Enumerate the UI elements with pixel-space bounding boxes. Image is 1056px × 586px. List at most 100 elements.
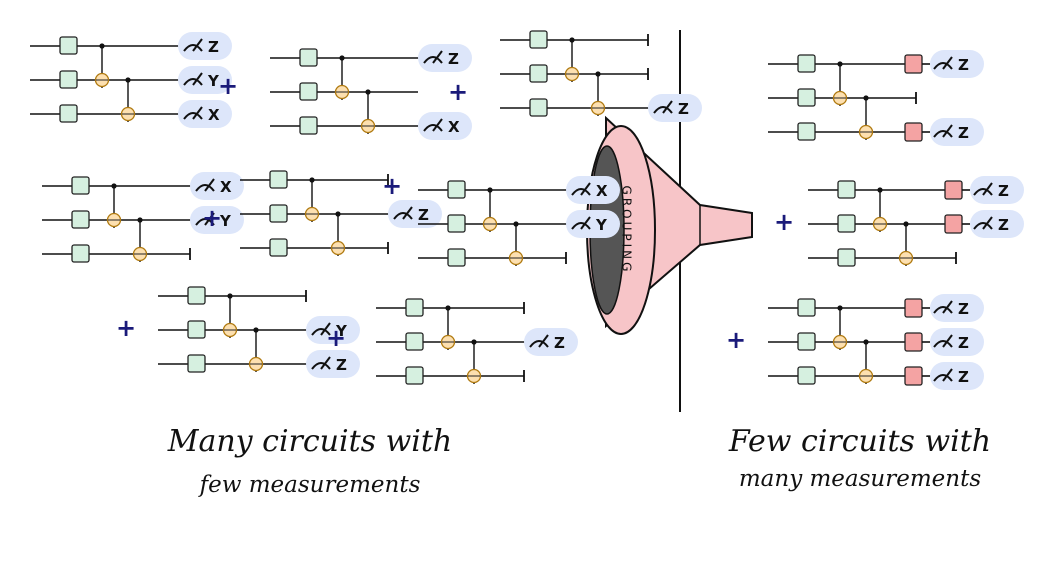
single-qubit-gate — [797, 332, 816, 351]
cnot-control — [125, 77, 131, 83]
meter-needle — [662, 100, 673, 114]
right-caption-line1: Few circuits with — [728, 424, 992, 459]
measurement-meter: X — [183, 106, 220, 124]
single-qubit-gate — [269, 238, 288, 257]
cnot-control — [471, 339, 477, 345]
cnot-control — [863, 339, 869, 345]
measurement-basis-label: Y — [207, 72, 220, 90]
measurement-box — [944, 214, 963, 234]
single-qubit-gate — [71, 176, 90, 195]
right-caption-line2: many measurements — [738, 466, 982, 492]
measurement-bubble — [930, 328, 984, 356]
meter-needle — [204, 178, 215, 192]
left-caption-line1: Many circuits with — [167, 424, 453, 459]
meter-needle — [320, 322, 331, 336]
meter-dial — [393, 212, 413, 220]
cnot-control — [837, 305, 843, 311]
meter-needle — [982, 216, 993, 230]
cnot-control — [595, 71, 601, 77]
cnot-control — [513, 221, 519, 227]
measurement-basis-label: X — [220, 178, 232, 196]
meter-dial — [933, 374, 953, 382]
left-circuit-6: XY — [418, 176, 620, 267]
measurement-bubble — [930, 118, 984, 146]
cnot-control — [445, 305, 451, 311]
measurement-box — [904, 298, 923, 318]
measurement-bubble — [524, 328, 578, 356]
cnot-control — [309, 177, 315, 183]
measurement-bubble — [930, 362, 984, 390]
single-qubit-gate — [269, 204, 288, 223]
measurement-basis-label: Z — [958, 334, 969, 352]
cnot-control — [339, 55, 345, 61]
meter-dial — [973, 188, 993, 196]
single-qubit-gate — [529, 64, 548, 83]
single-qubit-gate — [447, 214, 466, 233]
left-circuit-1: ZYX — [30, 32, 232, 128]
cnot-control — [137, 217, 143, 223]
meter-dial — [183, 78, 203, 86]
right-circuit-1: ZZ — [768, 50, 984, 146]
measurement-basis-label: Z — [998, 182, 1009, 200]
meter-dial — [311, 362, 331, 370]
measurement-box — [944, 180, 963, 200]
cnot-control — [903, 221, 909, 227]
left-circuit-2: ZX — [270, 44, 472, 140]
left-caption-line2: few measurements — [199, 472, 421, 498]
single-qubit-gate — [447, 248, 466, 267]
plus-sign: + — [116, 314, 136, 342]
single-qubit-gate — [59, 70, 78, 89]
measurement-bubble — [566, 176, 620, 204]
measurement-meter: Z — [933, 56, 969, 74]
cnot-control — [99, 43, 105, 49]
single-qubit-gate — [797, 298, 816, 317]
plus-sign: + — [202, 204, 222, 232]
measurement-meter: Z — [393, 206, 429, 224]
measurement-basis-label: Z — [958, 56, 969, 74]
measurement-bubble — [190, 172, 244, 200]
meter-dial — [973, 222, 993, 230]
cnot-control — [253, 327, 259, 333]
meter-dial — [423, 56, 443, 64]
measurement-basis-label: Y — [595, 216, 608, 234]
meter-dial — [653, 106, 673, 114]
measurement-bubble — [648, 94, 702, 122]
measurement-box — [904, 54, 923, 74]
meter-needle — [942, 334, 953, 348]
funnel-label: GROUPING — [620, 186, 634, 275]
measurement-basis-label: Z — [998, 216, 1009, 234]
meter-needle — [942, 56, 953, 70]
meter-dial — [529, 340, 549, 348]
left-circuit-4: XY — [42, 172, 244, 263]
measurement-box — [904, 332, 923, 352]
measurement-meter: Z — [933, 334, 969, 352]
meter-needle — [192, 106, 203, 120]
meter-needle — [538, 334, 549, 348]
single-qubit-gate — [405, 298, 424, 317]
single-qubit-gate — [837, 214, 856, 233]
single-qubit-gate — [299, 116, 318, 135]
single-qubit-gate — [797, 88, 816, 107]
meter-dial — [571, 222, 591, 230]
single-qubit-gate — [797, 122, 816, 141]
cnot-control — [877, 187, 883, 193]
measurement-meter: Z — [183, 38, 219, 56]
measurement-meter: Y — [311, 322, 348, 340]
measurement-basis-label: Z — [554, 334, 565, 352]
measurement-meter: Z — [423, 50, 459, 68]
measurement-bubble — [178, 100, 232, 128]
meter-dial — [423, 124, 443, 132]
cnot-control — [227, 293, 233, 299]
meter-needle — [432, 118, 443, 132]
single-qubit-gate — [187, 320, 206, 339]
left-circuit-5: Z — [240, 170, 442, 257]
meter-dial — [183, 44, 203, 52]
measurement-bubble — [178, 32, 232, 60]
meter-dial — [195, 218, 215, 226]
single-qubit-gate — [837, 248, 856, 267]
measurement-bubble — [566, 210, 620, 238]
meter-needle — [192, 72, 203, 86]
single-qubit-gate — [447, 180, 466, 199]
cnot-control — [837, 61, 843, 67]
